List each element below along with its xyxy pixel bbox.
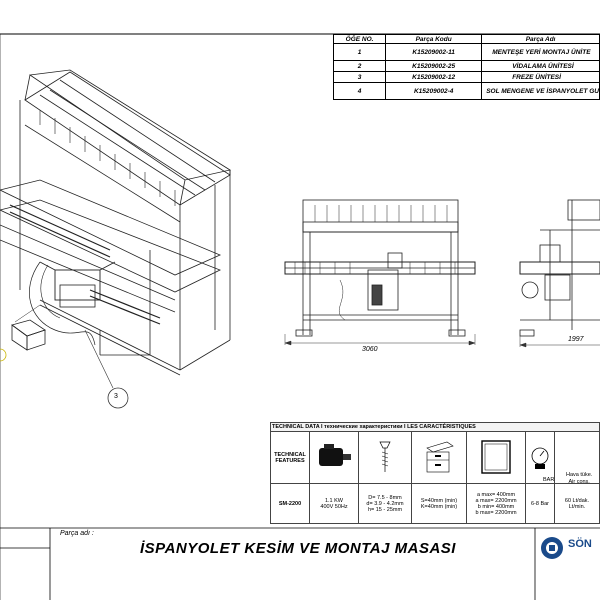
drawer-icon (411, 431, 467, 484)
bom-part-name: FREZE ÜNİTESİ (481, 71, 600, 83)
motor-icon (309, 431, 359, 484)
bom-part-name: MENTEŞE YERİ MONTAJ ÜNİTE (481, 43, 600, 61)
bom-row: 4 K15209002-4 SOL MENGENE VE İSPANYOLET … (332, 82, 600, 100)
tech-header: TECHNICAL DATA I технические характерист… (270, 422, 600, 432)
isometric-machine-view (0, 69, 232, 376)
bom-part-code: K15209002-25 (385, 60, 483, 72)
title-block-frame (0, 527, 600, 600)
company-logo: SÖN (538, 533, 600, 563)
frame-icon (466, 431, 526, 484)
bom-item-no: 2 (332, 60, 387, 72)
callout-circle (107, 387, 129, 409)
bom-header-row: ÖĞE NO. Parça Kodu Parça Adı (332, 34, 600, 44)
pressure-spec: 6-8 Bar (525, 483, 555, 524)
bom-header-item-no: ÖĞE NO. (332, 34, 387, 44)
bom-header-part-code: Parça Kodu (385, 34, 483, 44)
logo-text: SÖN (568, 538, 592, 550)
bom-part-code: K15209002-12 (385, 71, 483, 83)
bom-header-part-name: Parça Adı (481, 34, 600, 44)
side-elevation-view (519, 199, 600, 337)
screw-icon (358, 431, 412, 484)
front-width-dimension: 3060 (362, 346, 378, 353)
front-elevation-view (284, 199, 476, 337)
bar-label: BAR (543, 477, 555, 483)
air-icon (554, 431, 600, 484)
model-value: SM-2200 (270, 483, 310, 524)
bom-row: 2 K15209002-25 VİDALAMA ÜNİTESİ (332, 60, 600, 72)
bom-item-no: 3 (332, 71, 387, 83)
side-width-dimension: 1997 (568, 336, 584, 343)
bom-part-code: K15209002-11 (385, 43, 483, 61)
bom-part-name: SOL MENGENE VE İSPANYOLET GU (481, 82, 600, 100)
bom-item-no: 4 (332, 82, 387, 100)
callout-number: 3 (114, 393, 118, 400)
bom-row: 3 K15209002-12 FREZE ÜNİTESİ (332, 71, 600, 83)
bom-part-code: K15209002-4 (385, 82, 483, 100)
pressure-gauge-icon (525, 431, 555, 484)
air-label: Hava tüke.Air cons. (566, 472, 593, 485)
drawer-spec: S=40mm (min)K=40mm (min) (411, 483, 467, 524)
drawing-title: İSPANYOLET KESİM VE MONTAJ MASASI (140, 540, 456, 557)
air-spec: 60 Lt/dak.Lt/min. (554, 483, 600, 524)
part-name-label: Parça adı : (60, 530, 94, 537)
technical-data-table: TECHNICAL DATA I технические характерист… (270, 422, 600, 524)
bom-part-name: VİDALAMA ÜNİTESİ (481, 60, 600, 72)
tech-features-label: TECHNICAL FEATURES (270, 431, 310, 484)
bill-of-materials-table: ÖĞE NO. Parça Kodu Parça Adı 1 K15209002… (332, 34, 600, 100)
bom-item-no: 1 (332, 43, 387, 61)
bom-row: 1 K15209002-11 MENTEŞE YERİ MONTAJ ÜNİTE (332, 43, 600, 61)
